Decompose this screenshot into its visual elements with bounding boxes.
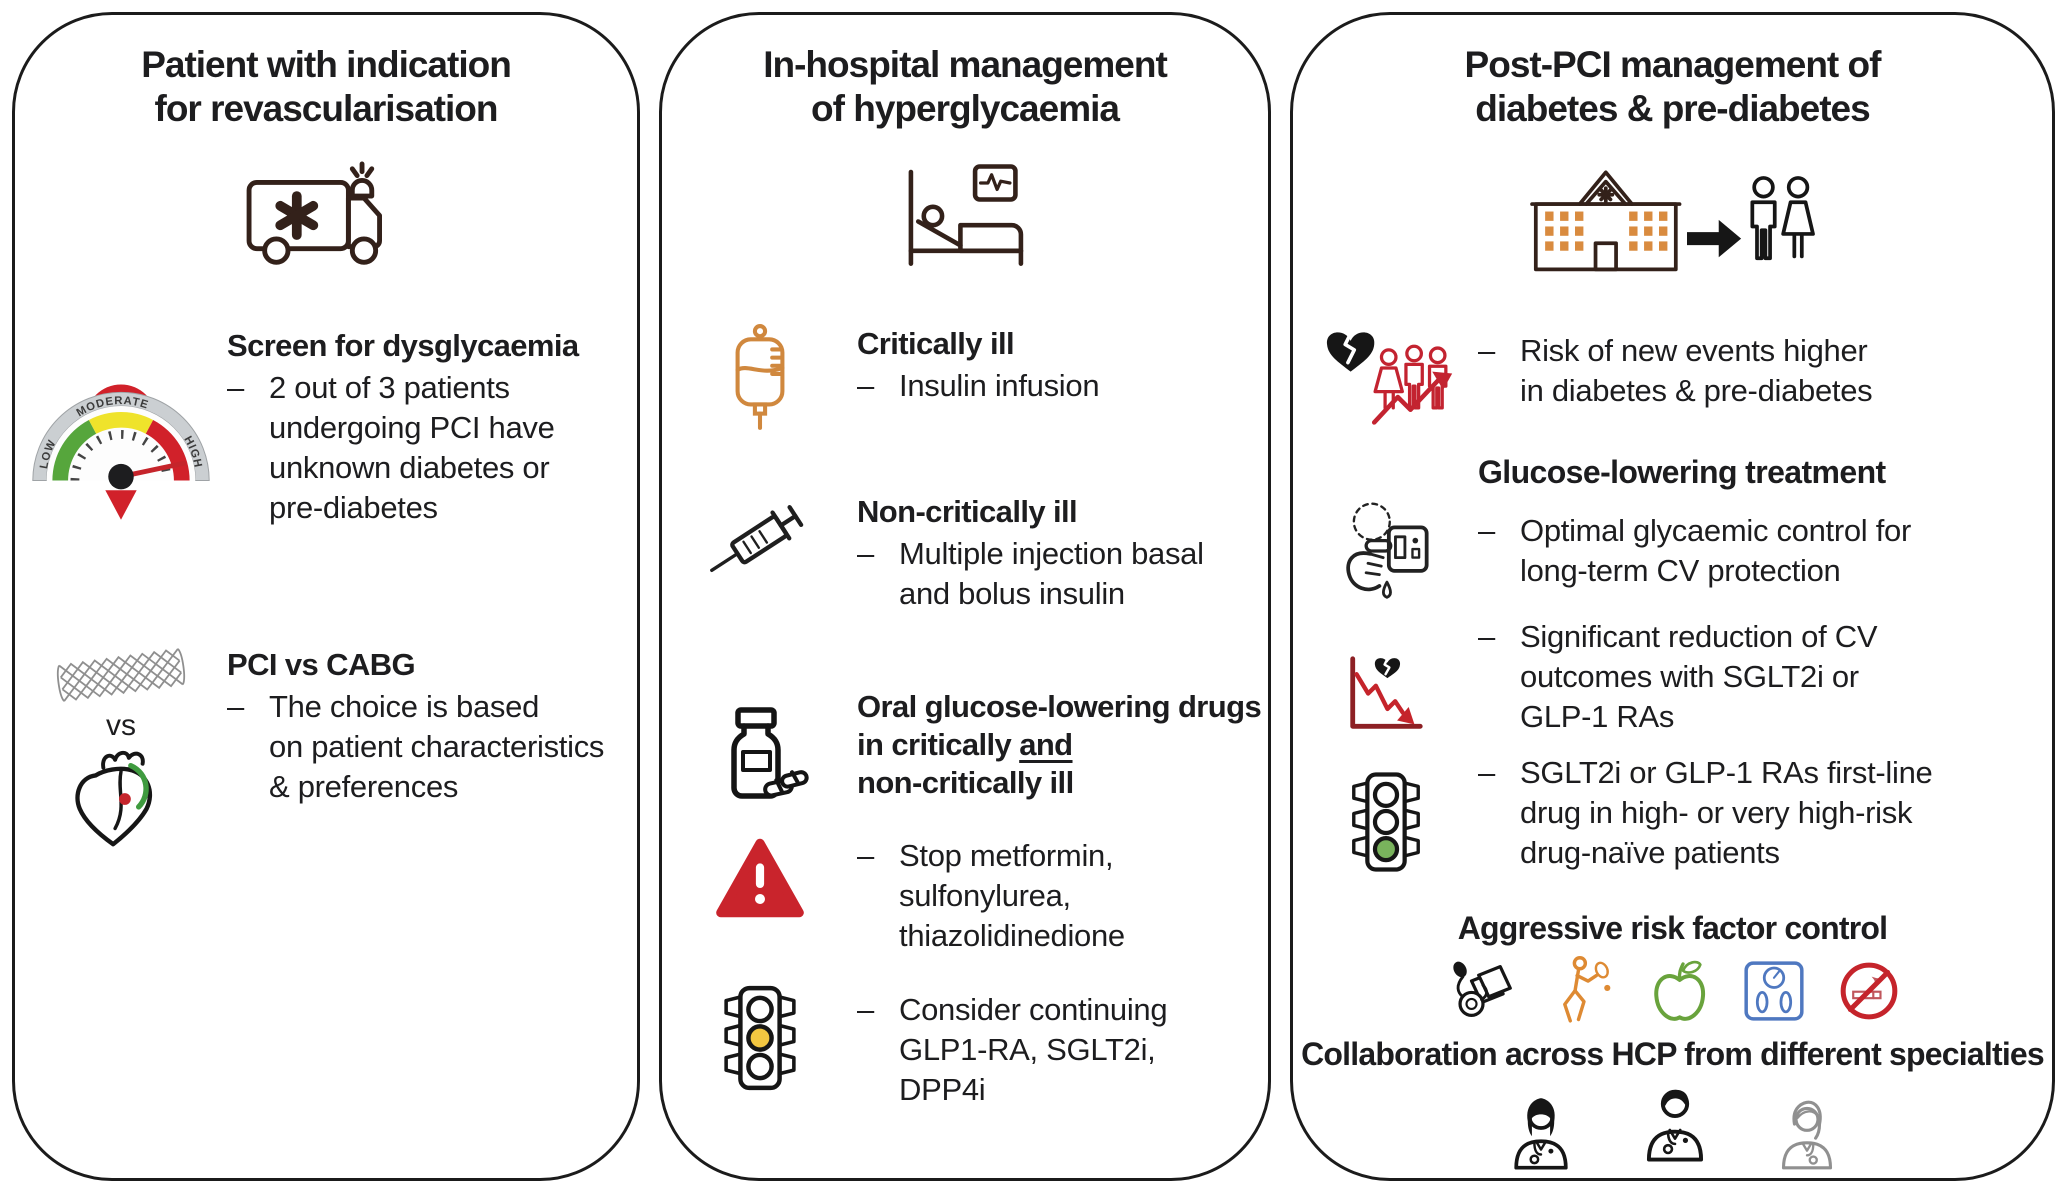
heading-line: Oral glucose-lowering drugs [857,689,1262,725]
no-smoking-icon [1836,958,1902,1024]
non-critically-ill-section: Non-critically ill – Multiple injection … [662,493,1268,614]
cv-reduction-section: – Significant reduction of CV outcomes w… [1293,617,2052,737]
bullet-dash: – [857,992,874,1028]
physical-activity-icon [1552,955,1618,1027]
optimal-control-text: – Optimal glycaemic control for long-ter… [1478,499,2052,591]
stent-icon [55,646,187,704]
panel2-title: In-hospital management of hyperglycaemia [763,44,1168,130]
heart-bypass-icon [66,748,176,854]
iv-bag-icon [662,323,857,435]
risk-factor-icon-row [1293,955,2052,1027]
cv-reduction-bullet: – Significant reduction of CV outcomes w… [1478,617,2052,737]
oral-drugs-heading: Oral glucose-lowering drugs in criticall… [857,688,1268,802]
pci-vs-cabg-bullet: – The choice is based on patient charact… [227,687,637,807]
bullet-text: SGLT2i or GLP-1 RAs first-line drug in h… [1520,755,1933,871]
broken-heart-population-icon [1293,319,1478,427]
optimal-control-section: – Optimal glycaemic control for long-ter… [1293,499,2052,603]
risk-bullet: – Risk of new events higher in diabetes … [1478,331,2052,411]
screen-bullet: – 2 out of 3 patients undergoing PCI hav… [227,368,637,528]
traffic-light-green-icon [1293,753,1478,875]
bullet-dash: – [1478,755,1495,791]
pci-vs-cabg-heading: PCI vs CABG [227,647,416,683]
non-critically-ill-heading: Non-critically ill [857,494,1078,530]
continue-drugs-section: – Consider continuing GLP1-RA, SGLT2i, D… [662,982,1268,1110]
bullet-text: Significant reduction of CV outcomes wit… [1520,619,1878,735]
bullet-dash: – [857,838,874,874]
panel3-title: Post-PCI management of diabetes & pre-di… [1464,44,1882,130]
oral-drugs-text: Oral glucose-lowering drugs in criticall… [857,688,1268,805]
hospital-to-patients-icon [1293,163,2052,275]
weight-scale-icon [1742,959,1806,1023]
bullet-text: Consider continuing GLP1-RA, SGLT2i, DPP… [899,992,1168,1108]
bullet-text: Insulin infusion [899,368,1100,404]
healthy-diet-apple-icon [1648,956,1712,1026]
optimal-control-bullet: – Optimal glycaemic control for long-ter… [1478,511,2052,591]
critically-ill-heading: Critically ill [857,326,1015,362]
bullet-dash: – [1478,333,1495,369]
risk-factor-heading: Aggressive risk factor control [1457,910,1888,947]
non-critically-ill-text: Non-critically ill – Multiple injection … [857,493,1268,614]
stop-drugs-text: – Stop metformin, sulfonylurea, thiazoli… [857,836,1268,956]
ambulance-icon [15,161,637,273]
clinician-female-light-icon [1775,1099,1839,1171]
clinician-male-dark-icon [1639,1083,1711,1163]
first-line-text: – SGLT2i or GLP-1 RAs first-line drug in… [1478,753,2052,873]
collaboration-heading: Collaboration across HCP from different … [1301,1036,2045,1073]
glucose-meter-icon [1293,499,1478,603]
bullet-text: 2 out of 3 patients undergoing PCI have … [269,370,555,526]
bullet-text: Risk of new events higher in diabetes & … [1520,333,1873,409]
hcp-icon-row [1293,1083,2052,1171]
first-line-section: – SGLT2i or GLP-1 RAs first-line drug in… [1293,753,2052,875]
risk-text: – Risk of new events higher in diabetes … [1478,319,2052,411]
bullet-dash: – [857,536,874,572]
heading-line: non-critically ill [857,765,1074,801]
panel-post-pci: Post-PCI management of diabetes & pre-di… [1290,12,2055,1181]
bullet-text: Optimal glycaemic control for long-term … [1520,513,1911,589]
bullet-dash: – [227,370,244,406]
bullet-dash: – [227,689,244,725]
cv-reduction-text: – Significant reduction of CV outcomes w… [1478,617,2052,737]
declining-cv-chart-icon [1293,617,1478,735]
bullet-text: Multiple injection basal and bolus insul… [899,536,1204,612]
bullet-text: Stop metformin, sulfonylurea, thiazolidi… [899,838,1125,954]
bullet-text: The choice is based on patient character… [269,689,605,805]
continue-drugs-bullet: – Consider continuing GLP1-RA, SGLT2i, D… [857,990,1268,1110]
syringe-icon [662,493,857,585]
first-line-bullet: – SGLT2i or GLP-1 RAs first-line drug in… [1478,753,2052,873]
screen-section: LOW MODERATE HIGH Screen for dysglycaemi… [15,327,637,528]
bullet-dash: – [1478,513,1495,549]
pci-vs-cabg-text: PCI vs CABG – The choice is based on pat… [227,646,637,807]
non-critically-ill-bullet: – Multiple injection basal and bolus ins… [857,534,1268,614]
screen-text: Screen for dysglycaemia – 2 out of 3 pat… [227,327,637,528]
continue-drugs-text: – Consider continuing GLP1-RA, SGLT2i, D… [857,982,1268,1110]
critically-ill-section: Critically ill – Insulin infusion [662,323,1268,435]
glucose-treatment-heading: Glucose-lowering treatment [1478,454,1886,491]
pill-bottle-icon [662,688,857,808]
panel-revascularisation: Patient with indication for revascularis… [12,12,640,1181]
heading-line: in critically and [857,726,1268,764]
heading-underlined-and: and [1019,727,1073,763]
stop-drugs-section: – Stop metformin, sulfonylurea, thiazoli… [662,836,1268,956]
oral-drugs-section: Oral glucose-lowering drugs in criticall… [662,688,1268,808]
vs-label: vs [106,709,136,743]
heading-fragment: in critically [857,727,1020,763]
critically-ill-text: Critically ill – Insulin infusion [857,323,1268,406]
blood-pressure-monitor-icon [1444,958,1522,1024]
clinician-female-dark-icon [1507,1095,1575,1171]
pci-vs-cabg-section: vs PCI vs CABG – The choice is based on … [15,646,637,854]
bullet-dash: – [857,368,874,404]
panel1-title: Patient with indication for revascularis… [141,44,512,130]
warning-triangle-icon [662,836,857,920]
traffic-light-yellow-icon [662,982,857,1094]
stop-drugs-bullet: – Stop metformin, sulfonylurea, thiazoli… [857,836,1268,956]
critically-ill-bullet: – Insulin infusion [857,366,1268,406]
risk-gauge-icon: LOW MODERATE HIGH [15,327,227,523]
hospital-bed-icon [662,161,1268,271]
screen-heading: Screen for dysglycaemia [227,328,579,364]
bullet-dash: – [1478,619,1495,655]
risk-section: – Risk of new events higher in diabetes … [1293,319,2052,427]
panel-in-hospital: In-hospital management of hyperglycaemia [659,12,1271,1181]
